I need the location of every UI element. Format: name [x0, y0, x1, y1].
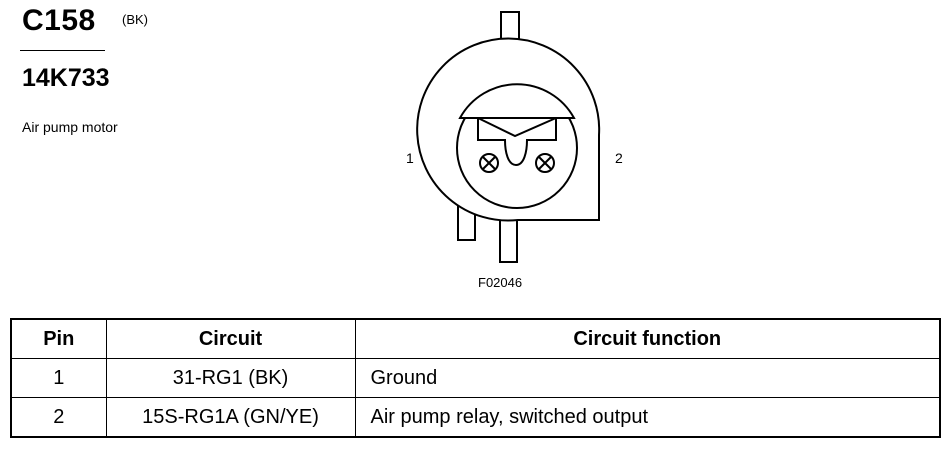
key-v-mark: [477, 117, 557, 138]
pin-table: Pin Circuit Circuit function 1 31-RG1 (B…: [10, 318, 941, 438]
column-header-circuit: Circuit: [105, 318, 356, 359]
color-code: (BK): [122, 12, 148, 27]
connector-face-diagram: [416, 11, 601, 263]
pin-label-2: 2: [615, 150, 623, 166]
circuit-cell: 15S-RG1A (GN/YE): [105, 397, 356, 438]
terminal-2: [535, 153, 555, 173]
circuit-function-cell: Ground: [354, 358, 941, 398]
table-row: 1 31-RG1 (BK) Ground: [10, 358, 941, 398]
pin-label-1: 1: [406, 150, 414, 166]
column-header-pin: Pin: [10, 318, 107, 359]
column-header-circuit-function: Circuit function: [354, 318, 941, 359]
terminal-1: [479, 153, 499, 173]
circuit-cell: 31-RG1 (BK): [105, 358, 356, 398]
pin-cell: 1: [10, 358, 107, 398]
figure-code: F02046: [478, 275, 523, 290]
part-number: 14K733: [22, 64, 110, 92]
connector-id: C158: [22, 4, 96, 37]
circuit-function-cell: Air pump relay, switched output: [354, 397, 941, 438]
connector-id-underline: [20, 50, 105, 51]
terminal-slot: [477, 118, 557, 167]
table-header-row: Pin Circuit Circuit function: [10, 318, 941, 359]
pin-cell: 2: [10, 397, 107, 438]
connector-key: [458, 83, 576, 119]
table-row: 2 15S-RG1A (GN/YE) Air pump relay, switc…: [10, 397, 941, 438]
connector-description: Air pump motor: [22, 119, 118, 135]
